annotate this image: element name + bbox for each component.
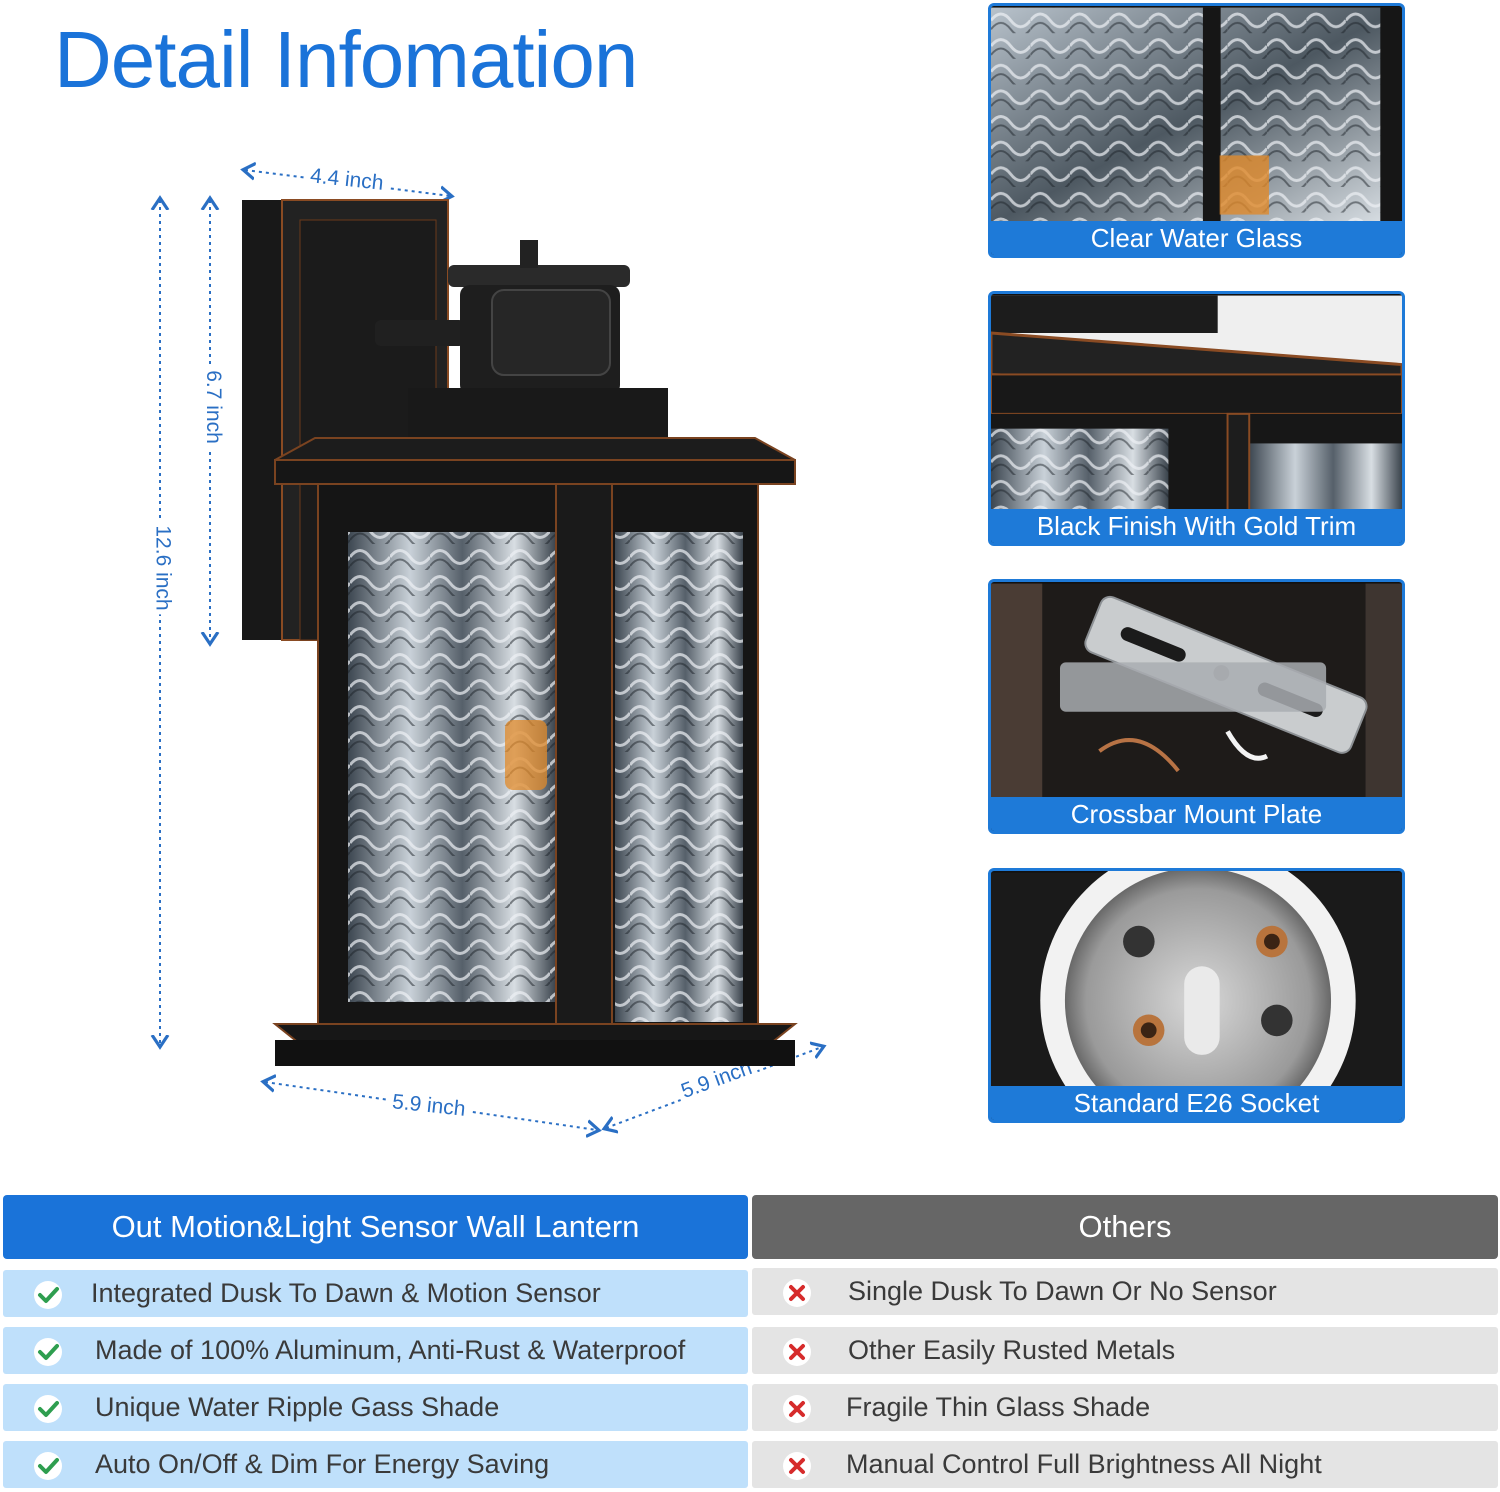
check-icon bbox=[34, 1452, 62, 1480]
comparison-row-ours: Auto On/Off & Dim For Energy Saving bbox=[3, 1441, 748, 1488]
detail-caption: Crossbar Mount Plate bbox=[991, 797, 1402, 831]
detail-caption: Clear Water Glass bbox=[991, 221, 1402, 255]
dimension-guides bbox=[0, 0, 1500, 1160]
comparison-row-others: Fragile Thin Glass Shade bbox=[752, 1384, 1498, 1431]
comparison-text: Unique Water Ripple Gass Shade bbox=[95, 1392, 500, 1422]
water-glass-icon bbox=[991, 7, 1402, 225]
comparison-text: Manual Control Full Brightness All Night bbox=[846, 1449, 1322, 1479]
crossbar-mount-icon bbox=[991, 583, 1402, 801]
comparison-text: Other Easily Rusted Metals bbox=[848, 1335, 1176, 1365]
page-title: Detail Infomation bbox=[54, 15, 638, 104]
detail-card-water-glass: Clear Water Glass bbox=[988, 3, 1405, 258]
detail-card-e26-socket: Standard E26 Socket bbox=[988, 868, 1405, 1123]
comparison-row-others: Single Dusk To Dawn Or No Sensor bbox=[752, 1268, 1498, 1315]
comparison-row-others: Other Easily Rusted Metals bbox=[752, 1327, 1498, 1374]
cross-icon bbox=[783, 1395, 811, 1423]
black-gold-trim-icon bbox=[991, 295, 1402, 514]
detail-caption: Black Finish With Gold Trim bbox=[991, 509, 1402, 543]
comparison-text: Fragile Thin Glass Shade bbox=[846, 1392, 1151, 1422]
cross-icon bbox=[783, 1338, 811, 1366]
comparison-row-others: Manual Control Full Brightness All Night bbox=[752, 1441, 1498, 1488]
dimension-height-total: 12.6 inch bbox=[150, 521, 175, 615]
comparison-header-ours: Out Motion&Light Sensor Wall Lantern bbox=[3, 1195, 748, 1259]
comparison-row-ours: Made of 100% Aluminum, Anti-Rust & Water… bbox=[3, 1327, 748, 1374]
comparison-text: Made of 100% Aluminum, Anti-Rust & Water… bbox=[95, 1335, 686, 1365]
comparison-row-ours: Integrated Dusk To Dawn & Motion Sensor bbox=[3, 1270, 748, 1317]
cross-icon bbox=[783, 1452, 811, 1480]
detail-caption: Standard E26 Socket bbox=[991, 1086, 1402, 1120]
comparison-header-others: Others bbox=[752, 1195, 1498, 1259]
detail-card-crossbar-mount: Crossbar Mount Plate bbox=[988, 579, 1405, 834]
e26-socket-icon bbox=[991, 871, 1402, 1091]
comparison-row-ours: Unique Water Ripple Gass Shade bbox=[3, 1384, 748, 1431]
cross-icon bbox=[783, 1279, 811, 1307]
comparison-text: Auto On/Off & Dim For Energy Saving bbox=[95, 1449, 550, 1479]
check-icon bbox=[34, 1395, 62, 1423]
comparison-text: Single Dusk To Dawn Or No Sensor bbox=[848, 1276, 1277, 1306]
check-icon bbox=[34, 1338, 62, 1366]
detail-card-black-gold-trim: Black Finish With Gold Trim bbox=[988, 291, 1405, 546]
dimension-height-sensor: 6.7 inch bbox=[200, 366, 225, 448]
comparison-text: Integrated Dusk To Dawn & Motion Sensor bbox=[91, 1278, 601, 1308]
lantern-image bbox=[242, 199, 798, 1066]
check-icon bbox=[34, 1281, 62, 1309]
